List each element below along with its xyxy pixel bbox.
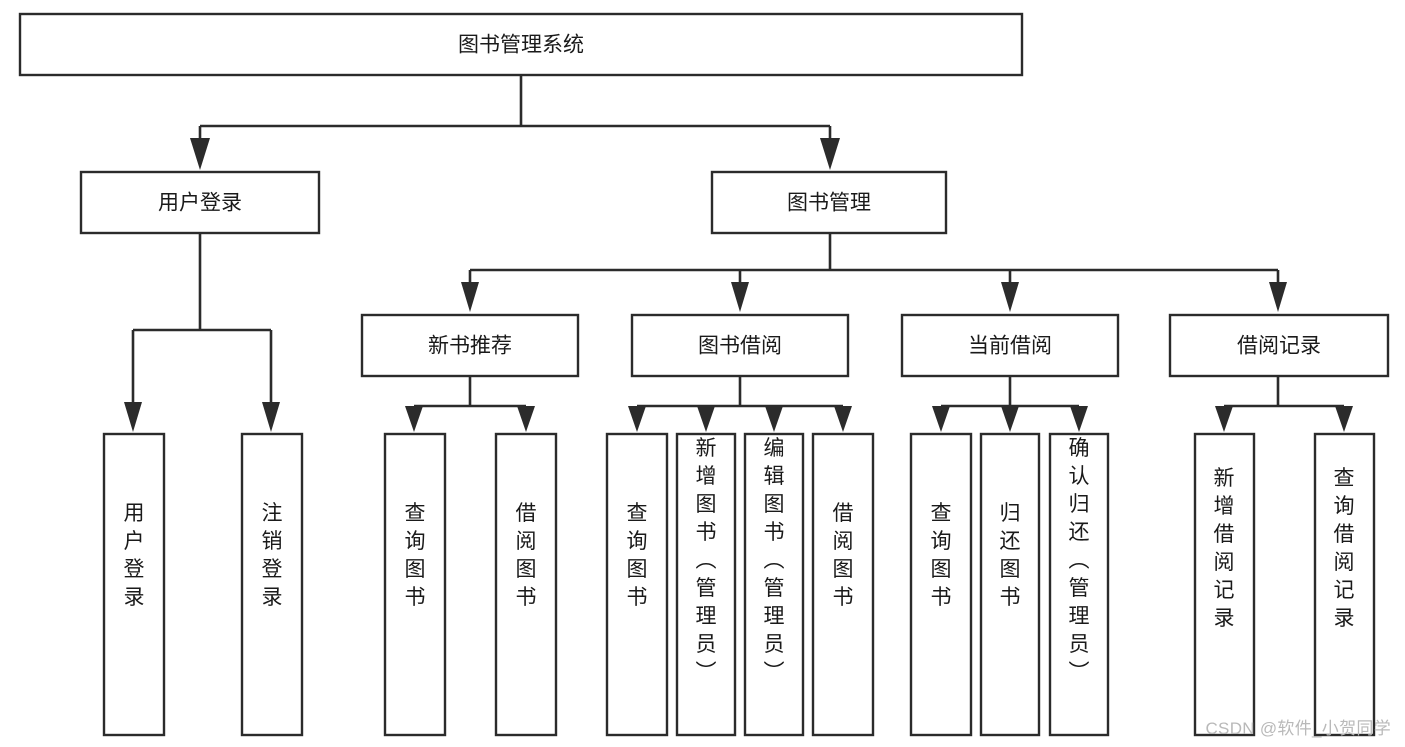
arrow-head-leaf-query-book-1 (405, 406, 423, 432)
node-root-box[interactable] (18, 12, 1024, 77)
node-borrow-record[interactable]: 借阅记录 (1168, 313, 1390, 378)
node-leaf-borrow-book-1-box[interactable] (494, 432, 558, 737)
arrow-head-book-management (820, 138, 840, 170)
node-leaf-return-book-label: 归还图书 (1000, 502, 1021, 609)
arrow-head-user-login (190, 138, 210, 170)
node-leaf-user-login[interactable]: 用户登录 (102, 432, 166, 737)
connector-group-root (190, 75, 840, 170)
node-leaf-query-book-3[interactable]: 查询图书 (909, 432, 973, 737)
node-leaf-edit-book-box[interactable] (743, 432, 805, 737)
node-new-book-recommend-label: 新书推荐 (428, 335, 512, 358)
node-leaf-borrow-book-2-box[interactable] (811, 432, 875, 737)
node-leaf-add-record[interactable]: 新增借阅记录 (1193, 432, 1256, 737)
node-user-login-label: 用户登录 (158, 192, 242, 215)
node-leaf-logout-login[interactable]: 注销登录 (240, 432, 304, 737)
node-leaf-confirm-return-box[interactable] (1048, 432, 1110, 737)
arrow-head-borrow-record (1269, 282, 1287, 312)
node-leaf-borrow-book-2[interactable]: 借阅图书 (811, 432, 875, 737)
node-leaf-confirm-return[interactable]: 确认归还︵管理员︶ (1048, 432, 1110, 737)
node-leaf-add-book[interactable]: 新增图书︵管理员︶ (675, 432, 737, 737)
csdn-watermark: CSDN @软件_小贺同学 (1205, 719, 1391, 738)
arrow-head-leaf-query-book-3 (932, 406, 950, 432)
node-leaf-query-book-2[interactable]: 查询图书 (605, 432, 669, 737)
node-book-management[interactable]: 图书管理 (710, 170, 948, 235)
node-current-borrow-label: 当前借阅 (968, 335, 1052, 358)
node-book-management-box[interactable] (710, 170, 948, 235)
node-borrow-record-label: 借阅记录 (1237, 335, 1321, 358)
arrow-head-leaf-borrow-book-1 (517, 406, 535, 432)
arrow-head-leaf-return-book (1001, 406, 1019, 432)
connector-group-new-book-recommend (405, 376, 535, 432)
node-user-login-box[interactable] (79, 170, 321, 235)
node-leaf-query-book-3-box[interactable] (909, 432, 973, 737)
node-leaf-add-record-label: 新增借阅记录 (1214, 467, 1235, 630)
node-leaf-edit-book[interactable]: 编辑图书︵管理员︶ (743, 432, 805, 737)
connector-group-book-borrow (628, 376, 852, 432)
arrow-head-leaf-edit-book (765, 406, 783, 432)
node-leaf-confirm-return-label: 确认归还︵管理员︶ (1069, 437, 1090, 684)
node-leaf-user-login-label: 用户登录 (124, 502, 145, 609)
node-book-borrow-box[interactable] (630, 313, 850, 378)
node-leaf-edit-book-label: 编辑图书︵管理员︶ (764, 437, 785, 684)
node-leaf-add-record-box[interactable] (1193, 432, 1256, 737)
node-leaf-add-book-label: 新增图书︵管理员︶ (696, 437, 717, 684)
node-root-label: 图书管理系统 (458, 34, 584, 57)
arrow-head-new-book-recommend (461, 282, 479, 312)
connector-group-user-login (124, 233, 280, 432)
node-new-book-recommend[interactable]: 新书推荐 (360, 313, 580, 378)
node-book-borrow[interactable]: 图书借阅 (630, 313, 850, 378)
node-leaf-query-book-1[interactable]: 查询图书 (383, 432, 447, 737)
arrow-head-leaf-add-record (1215, 406, 1233, 432)
node-root[interactable]: 图书管理系统 (18, 12, 1024, 77)
node-book-borrow-label: 图书借阅 (698, 335, 782, 358)
node-leaf-query-book-3-label: 查询图书 (931, 502, 952, 609)
node-leaf-add-book-box[interactable] (675, 432, 737, 737)
node-leaf-logout-login-box[interactable] (240, 432, 304, 737)
arrow-head-current-borrow (1001, 282, 1019, 312)
node-leaf-borrow-book-1-label: 借阅图书 (516, 502, 537, 609)
node-leaf-return-book[interactable]: 归还图书 (979, 432, 1041, 737)
node-leaf-return-book-box[interactable] (979, 432, 1041, 737)
arrow-head-leaf-query-record (1335, 406, 1353, 432)
node-leaf-query-book-2-box[interactable] (605, 432, 669, 737)
node-leaf-query-record-box[interactable] (1313, 432, 1376, 737)
arrow-head-leaf-query-book-2 (628, 406, 646, 432)
arrow-head-leaf-user-login (124, 402, 142, 432)
node-book-management-label: 图书管理 (787, 192, 871, 215)
node-leaf-query-record[interactable]: 查询借阅记录 (1313, 432, 1376, 737)
node-leaf-logout-login-label: 注销登录 (262, 502, 283, 609)
node-user-login[interactable]: 用户登录 (79, 170, 321, 235)
connector-group-current-borrow (932, 376, 1088, 432)
node-leaf-borrow-book-1[interactable]: 借阅图书 (494, 432, 558, 737)
node-new-book-recommend-box[interactable] (360, 313, 580, 378)
arrow-head-leaf-add-book (697, 406, 715, 432)
node-leaf-query-book-1-box[interactable] (383, 432, 447, 737)
node-current-borrow-box[interactable] (900, 313, 1120, 378)
node-leaf-user-login-box[interactable] (102, 432, 166, 737)
connector-group-borrow-record (1215, 376, 1353, 432)
arrow-head-leaf-borrow-book-2 (834, 406, 852, 432)
node-current-borrow[interactable]: 当前借阅 (900, 313, 1120, 378)
connector-group-book-management (461, 233, 1287, 312)
node-leaf-query-book-2-label: 查询图书 (627, 502, 648, 609)
node-leaf-query-book-1-label: 查询图书 (405, 502, 426, 609)
node-leaf-query-record-label: 查询借阅记录 (1334, 467, 1355, 630)
arrow-head-book-borrow (731, 282, 749, 312)
arrow-head-leaf-confirm-return (1070, 406, 1088, 432)
arrow-head-leaf-logout-login (262, 402, 280, 432)
node-borrow-record-box[interactable] (1168, 313, 1390, 378)
node-leaf-borrow-book-2-label: 借阅图书 (833, 502, 854, 609)
